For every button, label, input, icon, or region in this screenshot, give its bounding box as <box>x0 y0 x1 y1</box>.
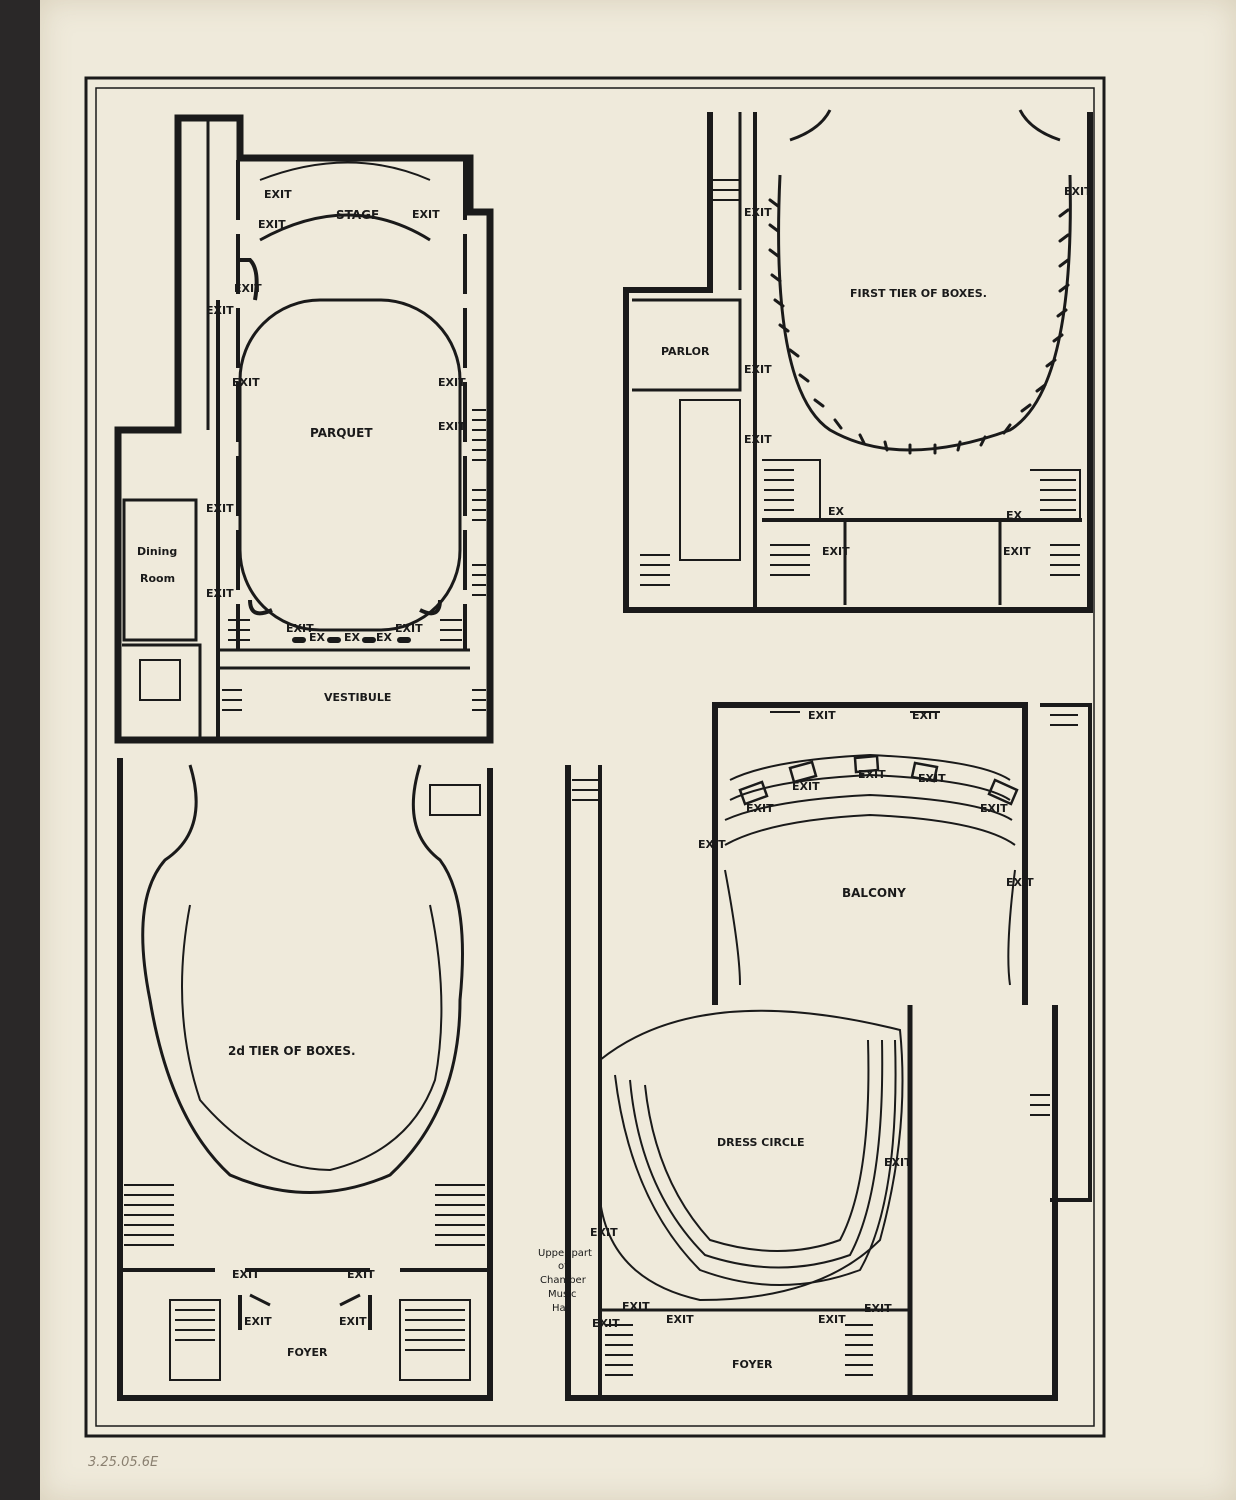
label-dining: Dining <box>137 545 177 558</box>
label-ex: EX <box>828 505 845 518</box>
second-tier-labels: 2d TIER OF BOXES. FOYER EXIT EXIT EXIT E… <box>228 1044 375 1359</box>
balcony-labels: BALCONY DRESS CIRCLE FOYER EXIT EXIT EXI… <box>538 709 1034 1371</box>
label-exit: EXIT <box>206 587 234 600</box>
first-tier-plan <box>623 109 1093 613</box>
label-parlor: PARLOR <box>661 345 710 358</box>
label-exit: EXIT <box>206 304 234 317</box>
label-exit: EXIT <box>918 772 946 785</box>
label-ex: EX <box>309 631 326 644</box>
label-chamber-5: Hall <box>552 1303 571 1314</box>
label-exit: EXIT <box>234 282 262 295</box>
label-foyer: FOYER <box>732 1358 773 1371</box>
label-ex: EX <box>376 631 393 644</box>
label-exit: EXIT <box>622 1300 650 1313</box>
label-balcony: BALCONY <box>842 886 906 900</box>
label-exit: EXIT <box>206 502 234 515</box>
label-exit: EXIT <box>1003 545 1031 558</box>
label-exit: EXIT <box>912 709 940 722</box>
first-tier-labels: FIRST TIER OF BOXES. PARLOR EXIT EXIT EX… <box>661 185 1092 558</box>
label-stage: STAGE <box>336 208 379 222</box>
label-ex: EX <box>344 631 361 644</box>
label-exit: EXIT <box>438 376 466 389</box>
label-exit: EXIT <box>244 1315 272 1328</box>
label-exit: EXIT <box>980 802 1008 815</box>
border-inner <box>95 87 1095 1427</box>
label-chamber-4: Music <box>548 1289 576 1300</box>
label-room: Room <box>140 572 175 585</box>
label-exit: EXIT <box>746 802 774 815</box>
label-exit: EXIT <box>884 1156 912 1169</box>
label-exit: EXIT <box>666 1313 694 1326</box>
label-exit: EXIT <box>438 420 466 433</box>
label-exit: EXIT <box>744 363 772 376</box>
label-exit: EXIT <box>232 376 260 389</box>
label-chamber-2: of <box>558 1261 568 1272</box>
parquet-labels: STAGE PARQUET VESTIBULE Dining Room EXIT… <box>137 188 466 704</box>
label-exit: EXIT <box>698 838 726 851</box>
label-exit: EXIT <box>1006 876 1034 889</box>
label-exit: EXIT <box>286 622 314 635</box>
label-first-tier: FIRST TIER OF BOXES. <box>850 287 987 300</box>
label-chamber-3: Chamber <box>540 1275 587 1286</box>
label-exit: EXIT <box>822 545 850 558</box>
label-exit: EXIT <box>258 218 286 231</box>
label-exit: EXIT <box>264 188 292 201</box>
label-exit: EXIT <box>808 709 836 722</box>
label-exit: EXIT <box>232 1268 260 1281</box>
label-exit: EXIT <box>412 208 440 221</box>
label-ex: EX <box>1006 509 1023 522</box>
pencil-annotation: 3.25.05.6E <box>88 1455 159 1470</box>
label-exit: EXIT <box>590 1226 618 1239</box>
label-exit: EXIT <box>858 768 886 781</box>
border-outer <box>84 76 1106 1438</box>
label-exit: EXIT <box>1064 185 1092 198</box>
second-tier-plan <box>117 758 493 1401</box>
label-foyer: FOYER <box>287 1346 328 1359</box>
label-exit: EXIT <box>744 206 772 219</box>
label-exit: EXIT <box>864 1302 892 1315</box>
label-second-tier: 2d TIER OF BOXES. <box>228 1044 356 1058</box>
label-vestibule: VESTIBULE <box>324 691 391 704</box>
label-dress-circle: DRESS CIRCLE <box>717 1136 805 1149</box>
label-exit: EXIT <box>395 622 423 635</box>
label-exit: EXIT <box>818 1313 846 1326</box>
label-exit: EXIT <box>792 780 820 793</box>
parquet-plan <box>114 114 494 744</box>
label-exit: EXIT <box>339 1315 367 1328</box>
label-exit: EXIT <box>592 1317 620 1330</box>
label-exit: EXIT <box>744 433 772 446</box>
label-chamber-1: Upper part <box>538 1248 592 1259</box>
balcony-plan <box>565 702 1092 1401</box>
label-parquet: PARQUET <box>310 426 373 440</box>
label-exit: EXIT <box>347 1268 375 1281</box>
